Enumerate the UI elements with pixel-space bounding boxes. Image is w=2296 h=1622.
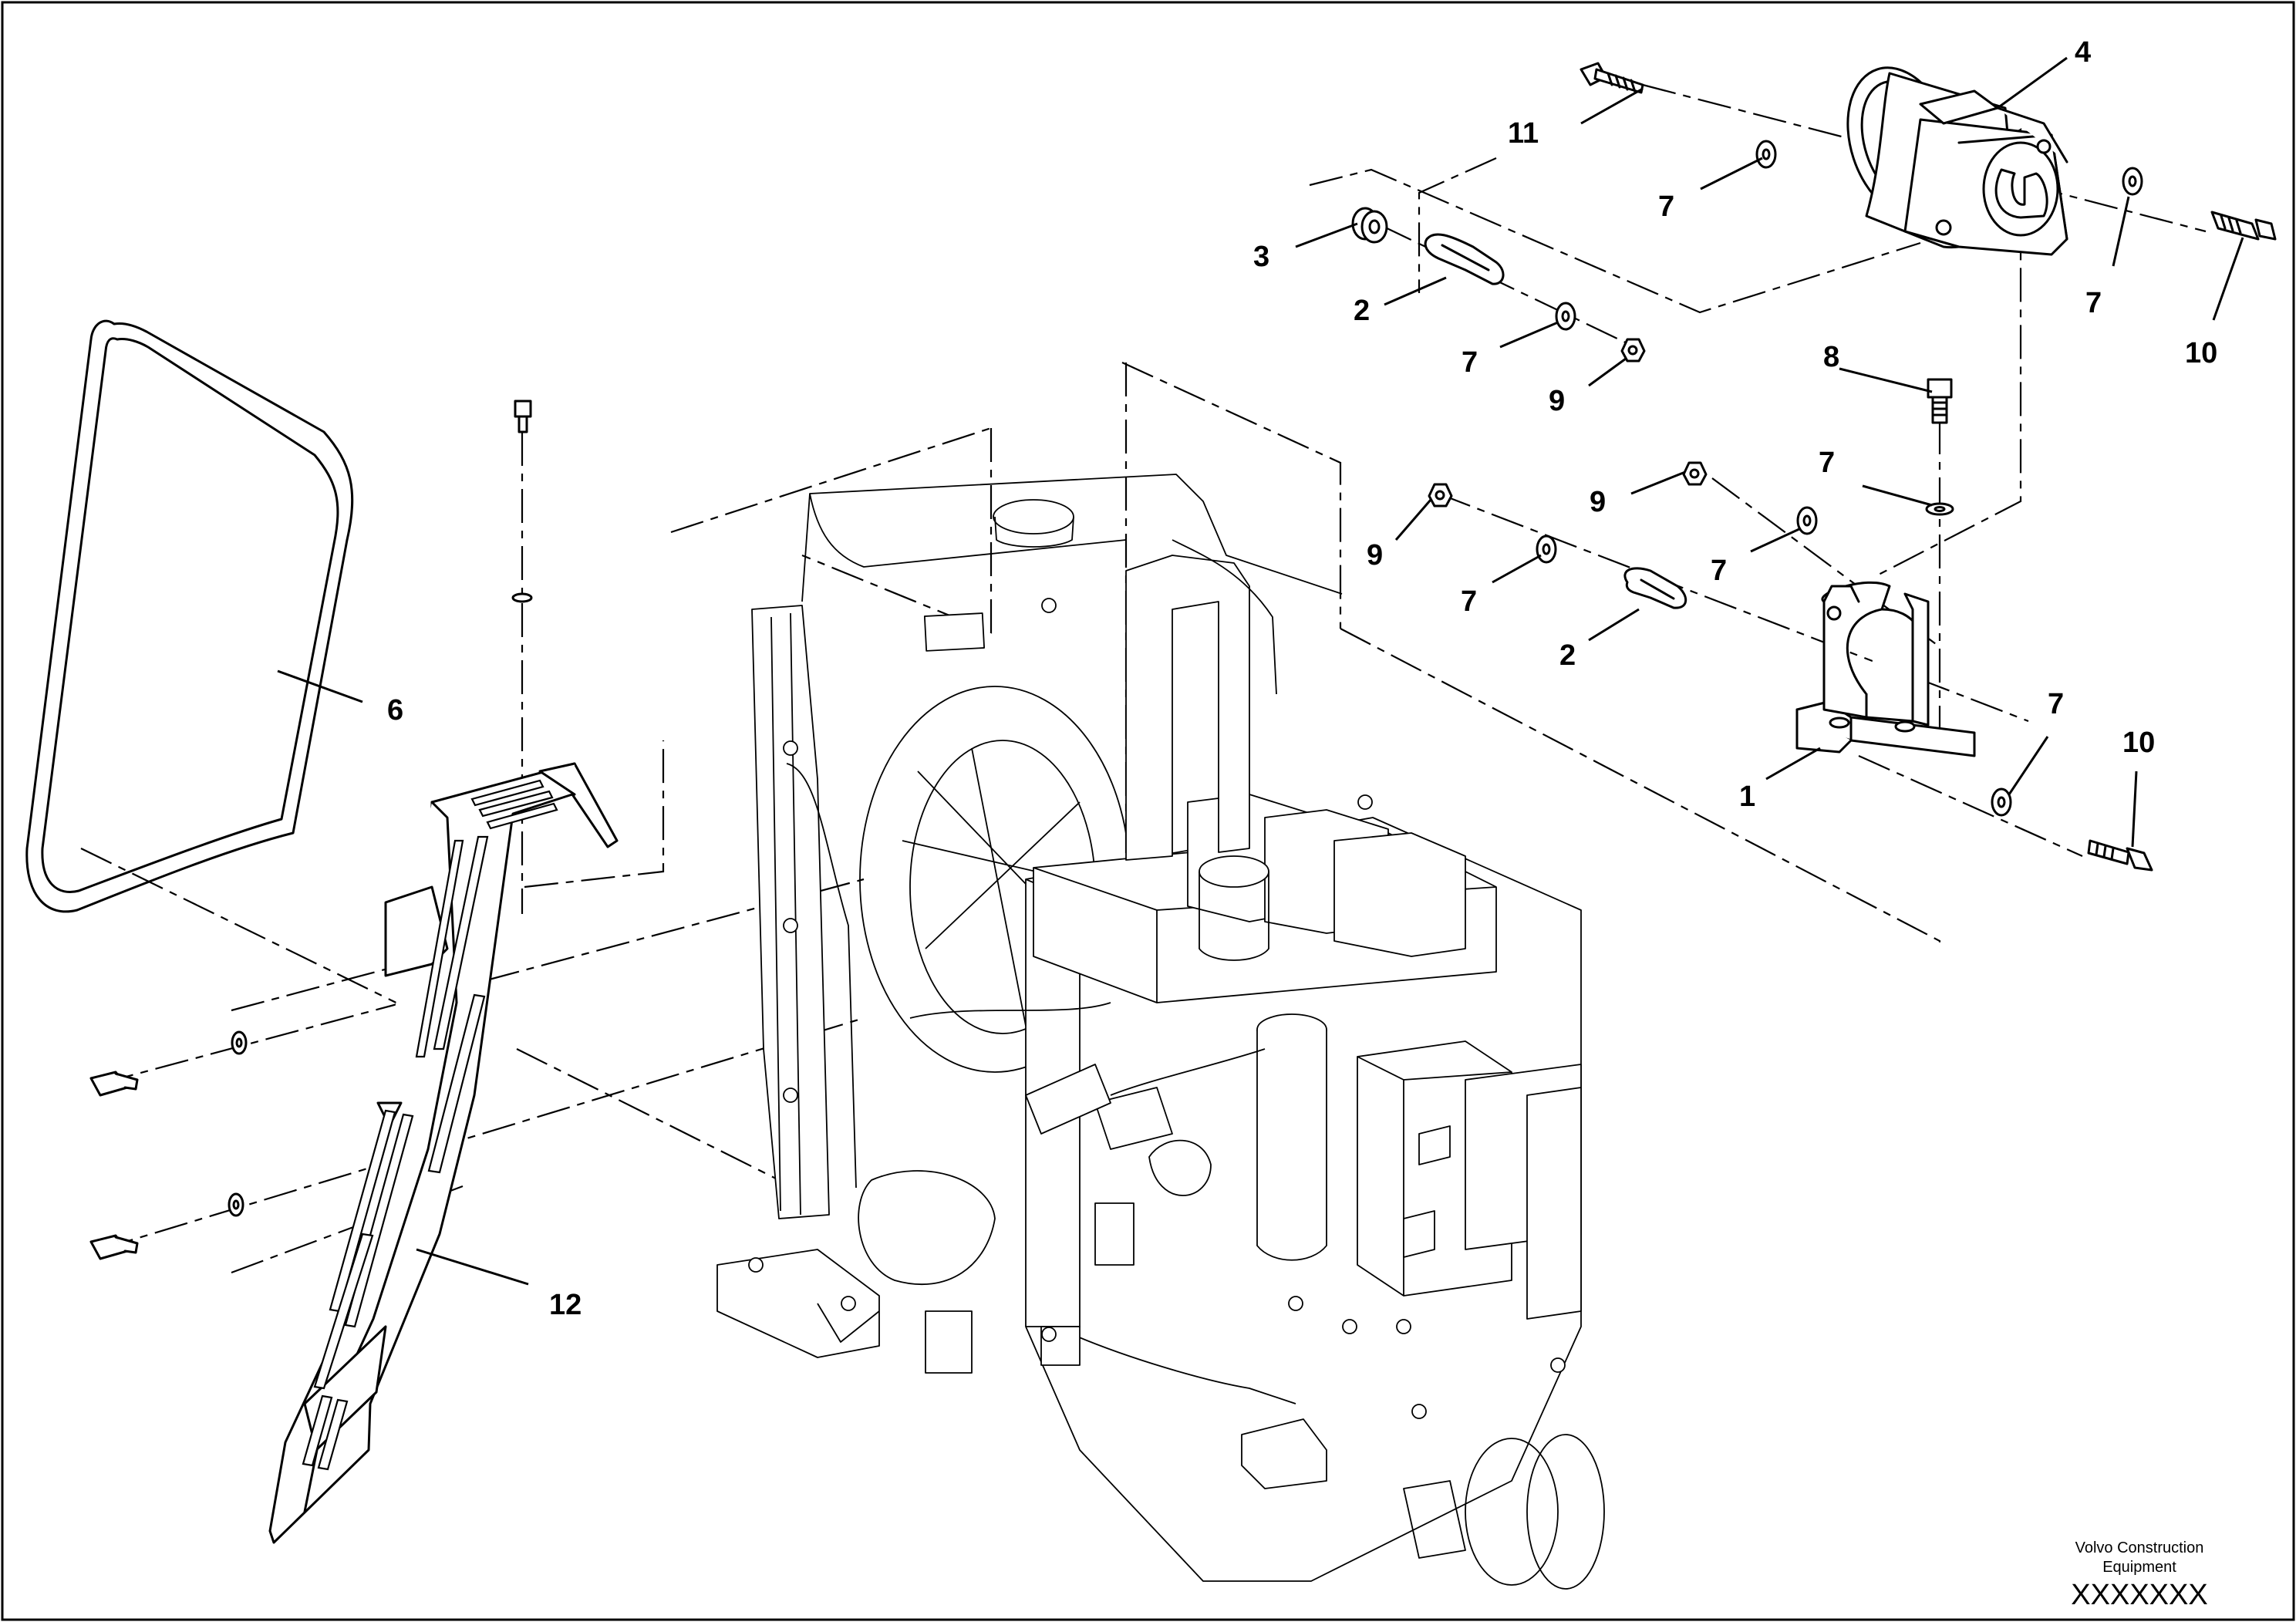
bolt-8 (1927, 378, 1953, 424)
bolt-11 (1580, 62, 1644, 94)
footer-block: Volvo Construction Equipment XXXXXXX (2071, 1539, 2207, 1611)
spacer-3 (1351, 207, 1388, 244)
callout-9: 9 (1590, 486, 1606, 518)
callout-7: 7 (1461, 585, 1477, 618)
washer-7-mid-upper (1555, 302, 1576, 331)
guard-fasteners (89, 1030, 248, 1260)
callout-leaders (277, 56, 2244, 1286)
callout-7: 7 (1462, 346, 1478, 379)
callout-8: 8 (1823, 341, 1839, 373)
washer-7-lower-right (1991, 787, 2012, 817)
nut-9-left (1428, 483, 1453, 508)
callout-4: 4 (2075, 36, 2091, 69)
adjust-link-2-lower (1623, 567, 1687, 609)
exploded-axis-lines (99, 83, 2207, 1251)
washer-7-mid-right (1796, 506, 1818, 535)
callout-3: 3 (1253, 241, 1269, 273)
bolt-10-top (2210, 211, 2277, 241)
engine-assembly (716, 474, 1605, 1590)
callout-10: 10 (2122, 727, 2155, 759)
callout-9: 9 (1549, 385, 1565, 417)
callout-labels: 4 11 7 7 10 3 2 7 9 8 7 9 7 9 7 2 1 7 10… (387, 36, 2217, 1321)
callout-7: 7 (2048, 688, 2064, 720)
callout-10: 10 (2185, 337, 2217, 369)
adjust-link-2-upper (1424, 233, 1505, 285)
washer-7-top (1755, 140, 1777, 169)
callout-7: 7 (2085, 287, 2102, 319)
callout-2: 2 (1559, 639, 1576, 672)
callout-11: 11 (1508, 117, 1539, 150)
callout-2: 2 (1354, 295, 1370, 327)
footer-company-line1: Volvo Construction (2075, 1539, 2204, 1556)
bolt-10-lower (2087, 839, 2153, 872)
nut-9-mid (1682, 461, 1708, 486)
callout-1: 1 (1739, 781, 1755, 813)
footer-company-line2: Equipment (2102, 1559, 2176, 1576)
belt-guard (268, 762, 619, 1544)
callout-12: 12 (549, 1289, 582, 1321)
washer-7-under-8 (1925, 502, 1954, 516)
callout-7: 7 (1711, 555, 1727, 587)
callout-9: 9 (1367, 539, 1383, 572)
guard-top-bolt (511, 400, 533, 603)
washer-7-mid-left (1536, 534, 1557, 564)
drawing-code: XXXXXXX (2071, 1579, 2207, 1611)
callout-7: 7 (1658, 191, 1674, 223)
callout-6: 6 (387, 694, 403, 727)
callout-7: 7 (1819, 447, 1835, 479)
washer-7-right (2122, 167, 2143, 196)
ac-compressor (1846, 66, 2068, 256)
v-belt (25, 319, 354, 913)
nut-9-upper (1620, 338, 1646, 363)
compressor-bracket (1795, 581, 1976, 757)
